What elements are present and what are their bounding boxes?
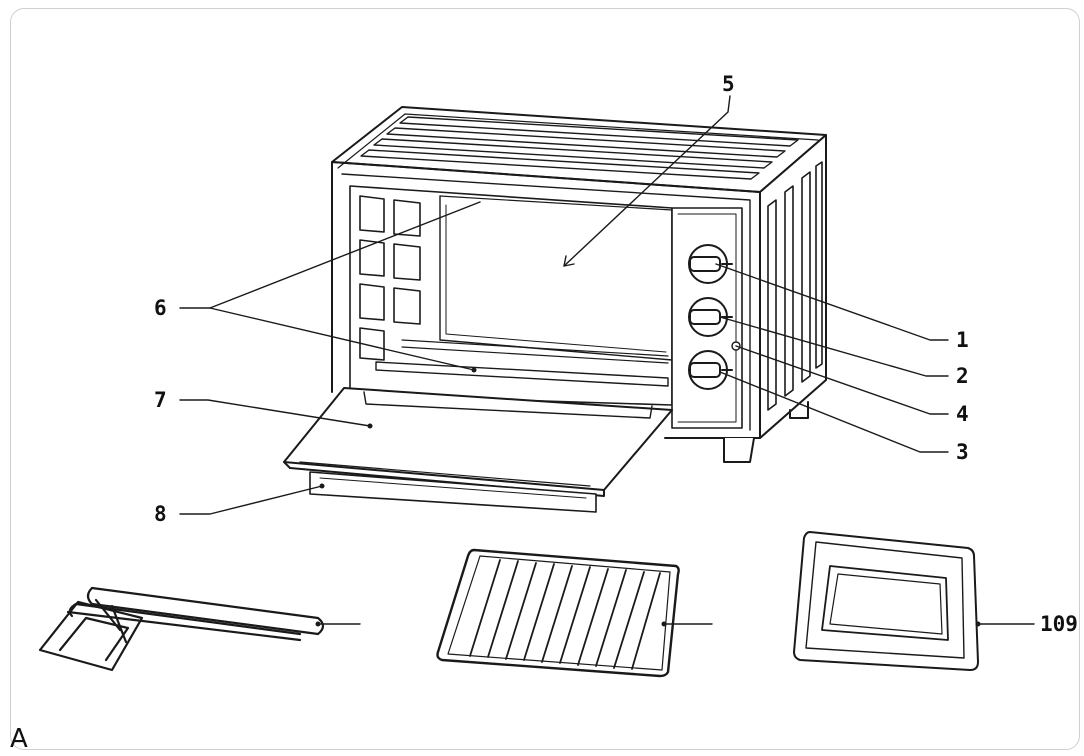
callout-1: 1 bbox=[956, 328, 969, 352]
callout-10-partial: 109 bbox=[1040, 614, 1078, 635]
left-wall-heating-elements bbox=[359, 195, 421, 361]
wire-rack-accessory bbox=[436, 548, 680, 678]
rack-handle-accessory bbox=[38, 586, 325, 672]
callout-4: 4 bbox=[956, 402, 969, 426]
figure-frame bbox=[10, 8, 1080, 750]
callout-5: 5 bbox=[722, 72, 735, 96]
oven-door bbox=[283, 387, 673, 513]
knob-3 bbox=[688, 350, 733, 390]
knob-1 bbox=[688, 244, 733, 284]
callout-2: 2 bbox=[956, 364, 969, 388]
side-vent-slots bbox=[767, 161, 823, 411]
baking-tray-accessory bbox=[793, 531, 979, 671]
figure-corner-letter: A bbox=[10, 724, 28, 754]
top-ribs bbox=[360, 116, 799, 180]
callout-3: 3 bbox=[956, 440, 969, 464]
callout-6: 6 bbox=[154, 296, 167, 320]
oven-body bbox=[331, 106, 827, 463]
callout-8: 8 bbox=[154, 502, 167, 526]
leader-lines bbox=[179, 95, 1035, 625]
callout-7: 7 bbox=[154, 388, 167, 412]
leader-dots bbox=[315, 367, 981, 627]
knob-2 bbox=[688, 297, 733, 337]
